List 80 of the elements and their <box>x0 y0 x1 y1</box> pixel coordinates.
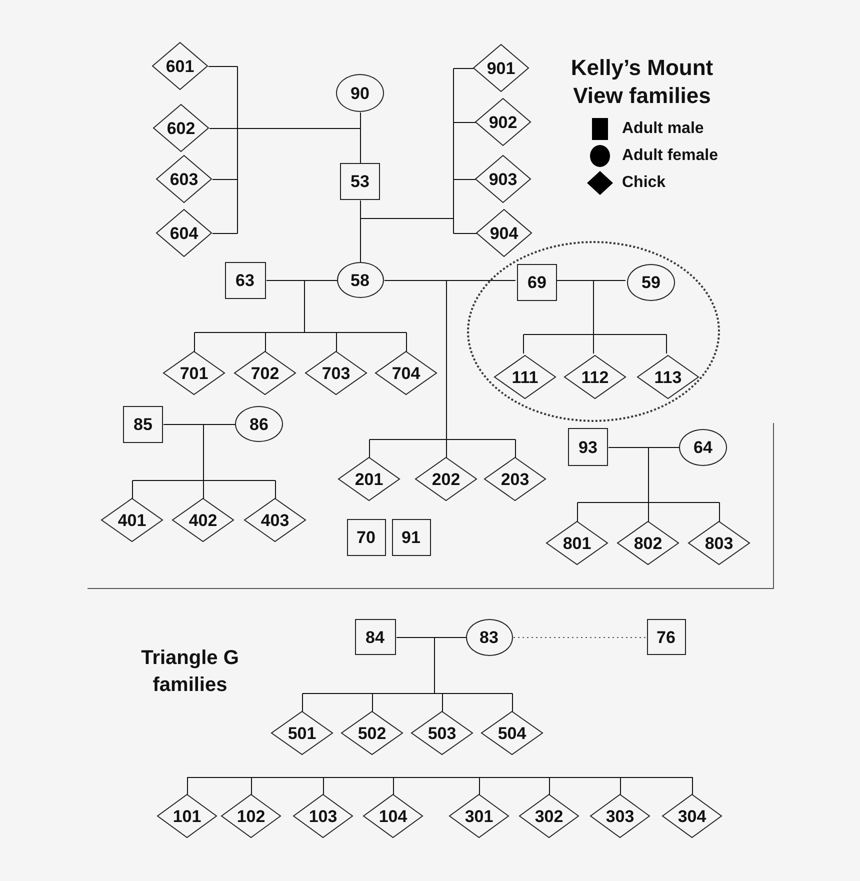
male-square-node: 84 <box>354 619 396 655</box>
chick-diamond-node: 501 <box>271 711 333 755</box>
pair-line <box>555 280 626 281</box>
chick-diamond-node: 102 <box>221 794 281 838</box>
chick-diamond-node: 203 <box>484 457 546 501</box>
sibling-line <box>323 777 394 795</box>
pair-line <box>163 424 236 425</box>
descent-line <box>302 637 513 712</box>
chick-diamond-node: 602 <box>153 104 209 152</box>
male-square-node: 85 <box>123 406 163 442</box>
male-square-node: 93 <box>568 428 608 466</box>
chick-diamond-node: 502 <box>341 711 403 755</box>
chick-diamond-node: 403 <box>244 498 306 542</box>
family-group-outline <box>467 241 720 422</box>
chick-diamond-node: 901 <box>473 44 529 92</box>
chick-diamond-node: 202 <box>415 457 477 501</box>
chick-diamond-node: 803 <box>688 521 750 565</box>
legend-label: Chick <box>622 174 666 192</box>
chick-diamond-node: 902 <box>475 98 531 146</box>
descent-line <box>208 66 361 234</box>
female-oval-node: 59 <box>627 264 675 300</box>
chick-diamond-node: 604 <box>156 209 212 257</box>
chick-diamond-node: 113 <box>637 355 699 399</box>
legend-label: Adult female <box>622 146 718 164</box>
male-square-node: 91 <box>392 518 430 556</box>
chick-diamond-node: 504 <box>481 711 543 755</box>
chick-diamond-node: 101 <box>157 794 217 838</box>
chick-diamond-node: 503 <box>411 711 473 755</box>
legend-label: Adult male <box>622 120 704 138</box>
female-oval-node: 58 <box>336 262 384 298</box>
chick-diamond-node: 701 <box>163 351 225 395</box>
female-oval-node: 83 <box>466 618 512 656</box>
male-square-node: 70 <box>346 518 386 556</box>
chick-diamond-node: 104 <box>363 794 423 838</box>
chick-diamond-node: 702 <box>234 351 296 395</box>
section-heading: Triangle G families <box>140 646 240 698</box>
descent-line <box>132 424 276 499</box>
sibling-line <box>549 777 621 795</box>
chick-diamond-node: 904 <box>476 209 532 257</box>
sibling-line <box>251 777 324 795</box>
chick-diamond-node: 802 <box>617 521 679 565</box>
chick-diamond-node: 903 <box>475 155 531 203</box>
chick-diamond-node: 704 <box>375 351 437 395</box>
chick-diamond-node: 111 <box>494 355 556 399</box>
sibling-line <box>479 777 550 795</box>
chick-diamond-node: 601 <box>152 42 208 90</box>
chick-diamond-node: 703 <box>305 351 367 395</box>
pair-line <box>608 447 680 448</box>
pair-line <box>384 280 516 281</box>
male-square-node: 63 <box>224 262 266 298</box>
chick-diamond-node: 201 <box>338 457 400 501</box>
female-oval-node: 90 <box>336 74 384 112</box>
chick-diamond-node: 103 <box>293 794 353 838</box>
chick-diamond-node: 301 <box>449 794 509 838</box>
sibling-line <box>620 777 693 795</box>
chick-diamond-node: 402 <box>172 498 234 542</box>
pair-line <box>266 280 338 281</box>
descent-line <box>523 280 667 354</box>
female-oval-node: 86 <box>235 406 283 442</box>
chick-diamond-node: 303 <box>590 794 650 838</box>
chick-diamond-node: 603 <box>156 155 212 203</box>
section-heading: Kelly’s Mount View families <box>570 54 714 110</box>
descent-line <box>577 447 720 522</box>
pair-line <box>513 637 648 638</box>
sibling-line <box>187 777 252 795</box>
sibling-line <box>393 777 480 795</box>
male-square-node: 53 <box>340 162 380 200</box>
chick-diamond-node: 801 <box>546 521 608 565</box>
chick-diamond-node: 401 <box>101 498 163 542</box>
chick-diamond-node: 112 <box>564 355 626 399</box>
chick-diamond-node: 304 <box>662 794 722 838</box>
descent-line <box>369 280 516 458</box>
male-square-node: 69 <box>517 264 557 300</box>
pair-line <box>360 112 361 164</box>
chick-diamond-node: 302 <box>519 794 579 838</box>
female-oval-node: 64 <box>679 428 727 466</box>
pair-line <box>396 637 467 638</box>
male-square-node: 76 <box>646 619 686 655</box>
descent-line <box>194 280 407 352</box>
pair-line <box>360 200 361 263</box>
